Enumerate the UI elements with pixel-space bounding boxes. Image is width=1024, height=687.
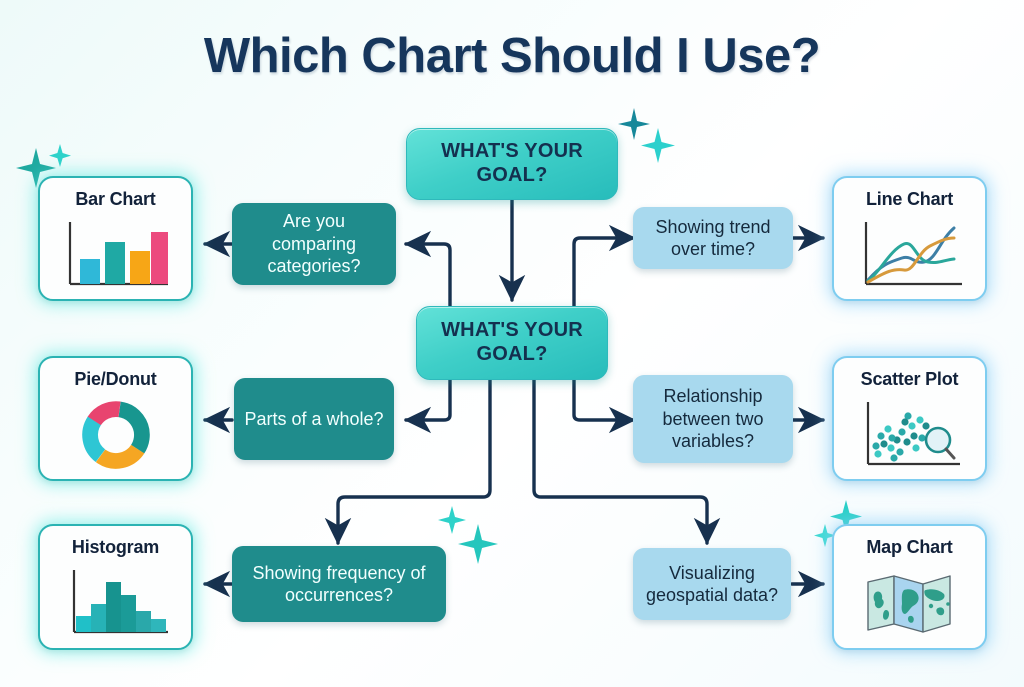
page-title: Which Chart Should I Use? <box>203 29 821 83</box>
question-label: Showing frequency of occurrences? <box>252 562 426 606</box>
card-map-chart[interactable]: Map Chart <box>832 524 987 650</box>
card-title: Bar Chart <box>75 189 156 209</box>
scatter-plot-icon <box>834 390 985 479</box>
card-scatter-plot[interactable]: Scatter Plot <box>832 356 987 481</box>
question-relationship-two-vars[interactable]: Relationship between two variables? <box>633 375 793 463</box>
card-histogram[interactable]: Histogram <box>38 524 193 650</box>
decision-node-goal-middle[interactable]: WHAT'S YOUR GOAL? <box>416 306 608 380</box>
decision-node-goal-top[interactable]: WHAT'S YOUR GOAL? <box>406 128 618 200</box>
card-title: Pie/Donut <box>74 369 157 389</box>
question-parts-of-a-whole[interactable]: Parts of a whole? <box>234 378 394 460</box>
question-trend-over-time[interactable]: Showing trend over time? <box>633 207 793 269</box>
line-chart-icon <box>834 210 985 299</box>
card-title: Histogram <box>71 537 160 557</box>
question-comparing-categories[interactable]: Are you comparing categories? <box>232 203 396 285</box>
histogram-icon <box>40 558 191 648</box>
donut-chart-icon <box>40 390 191 479</box>
question-label: Showing trend over time? <box>655 216 771 260</box>
card-bar-chart[interactable]: Bar Chart <box>38 176 193 301</box>
question-label: Visualizing geospatial data? <box>645 562 779 606</box>
card-title: Line Chart <box>865 189 953 209</box>
map-chart-icon <box>834 558 985 648</box>
question-geospatial[interactable]: Visualizing geospatial data? <box>633 548 791 620</box>
card-title: Map Chart <box>866 537 953 557</box>
card-title: Scatter Plot <box>860 369 959 389</box>
card-pie-donut[interactable]: Pie/Donut <box>38 356 193 481</box>
question-label: Relationship between two variables? <box>662 386 764 452</box>
question-frequency[interactable]: Showing frequency of occurrences? <box>232 546 446 622</box>
magnifier-icon <box>924 426 955 459</box>
decision-node-label: WHAT'S YOUR GOAL? <box>441 140 583 186</box>
bar-chart-icon <box>40 210 191 299</box>
question-label: Are you comparing categories? <box>267 211 361 277</box>
question-label: Parts of a whole? <box>244 408 384 429</box>
decision-node-label: WHAT'S YOUR GOAL? <box>441 319 583 365</box>
card-line-chart[interactable]: Line Chart <box>832 176 987 301</box>
